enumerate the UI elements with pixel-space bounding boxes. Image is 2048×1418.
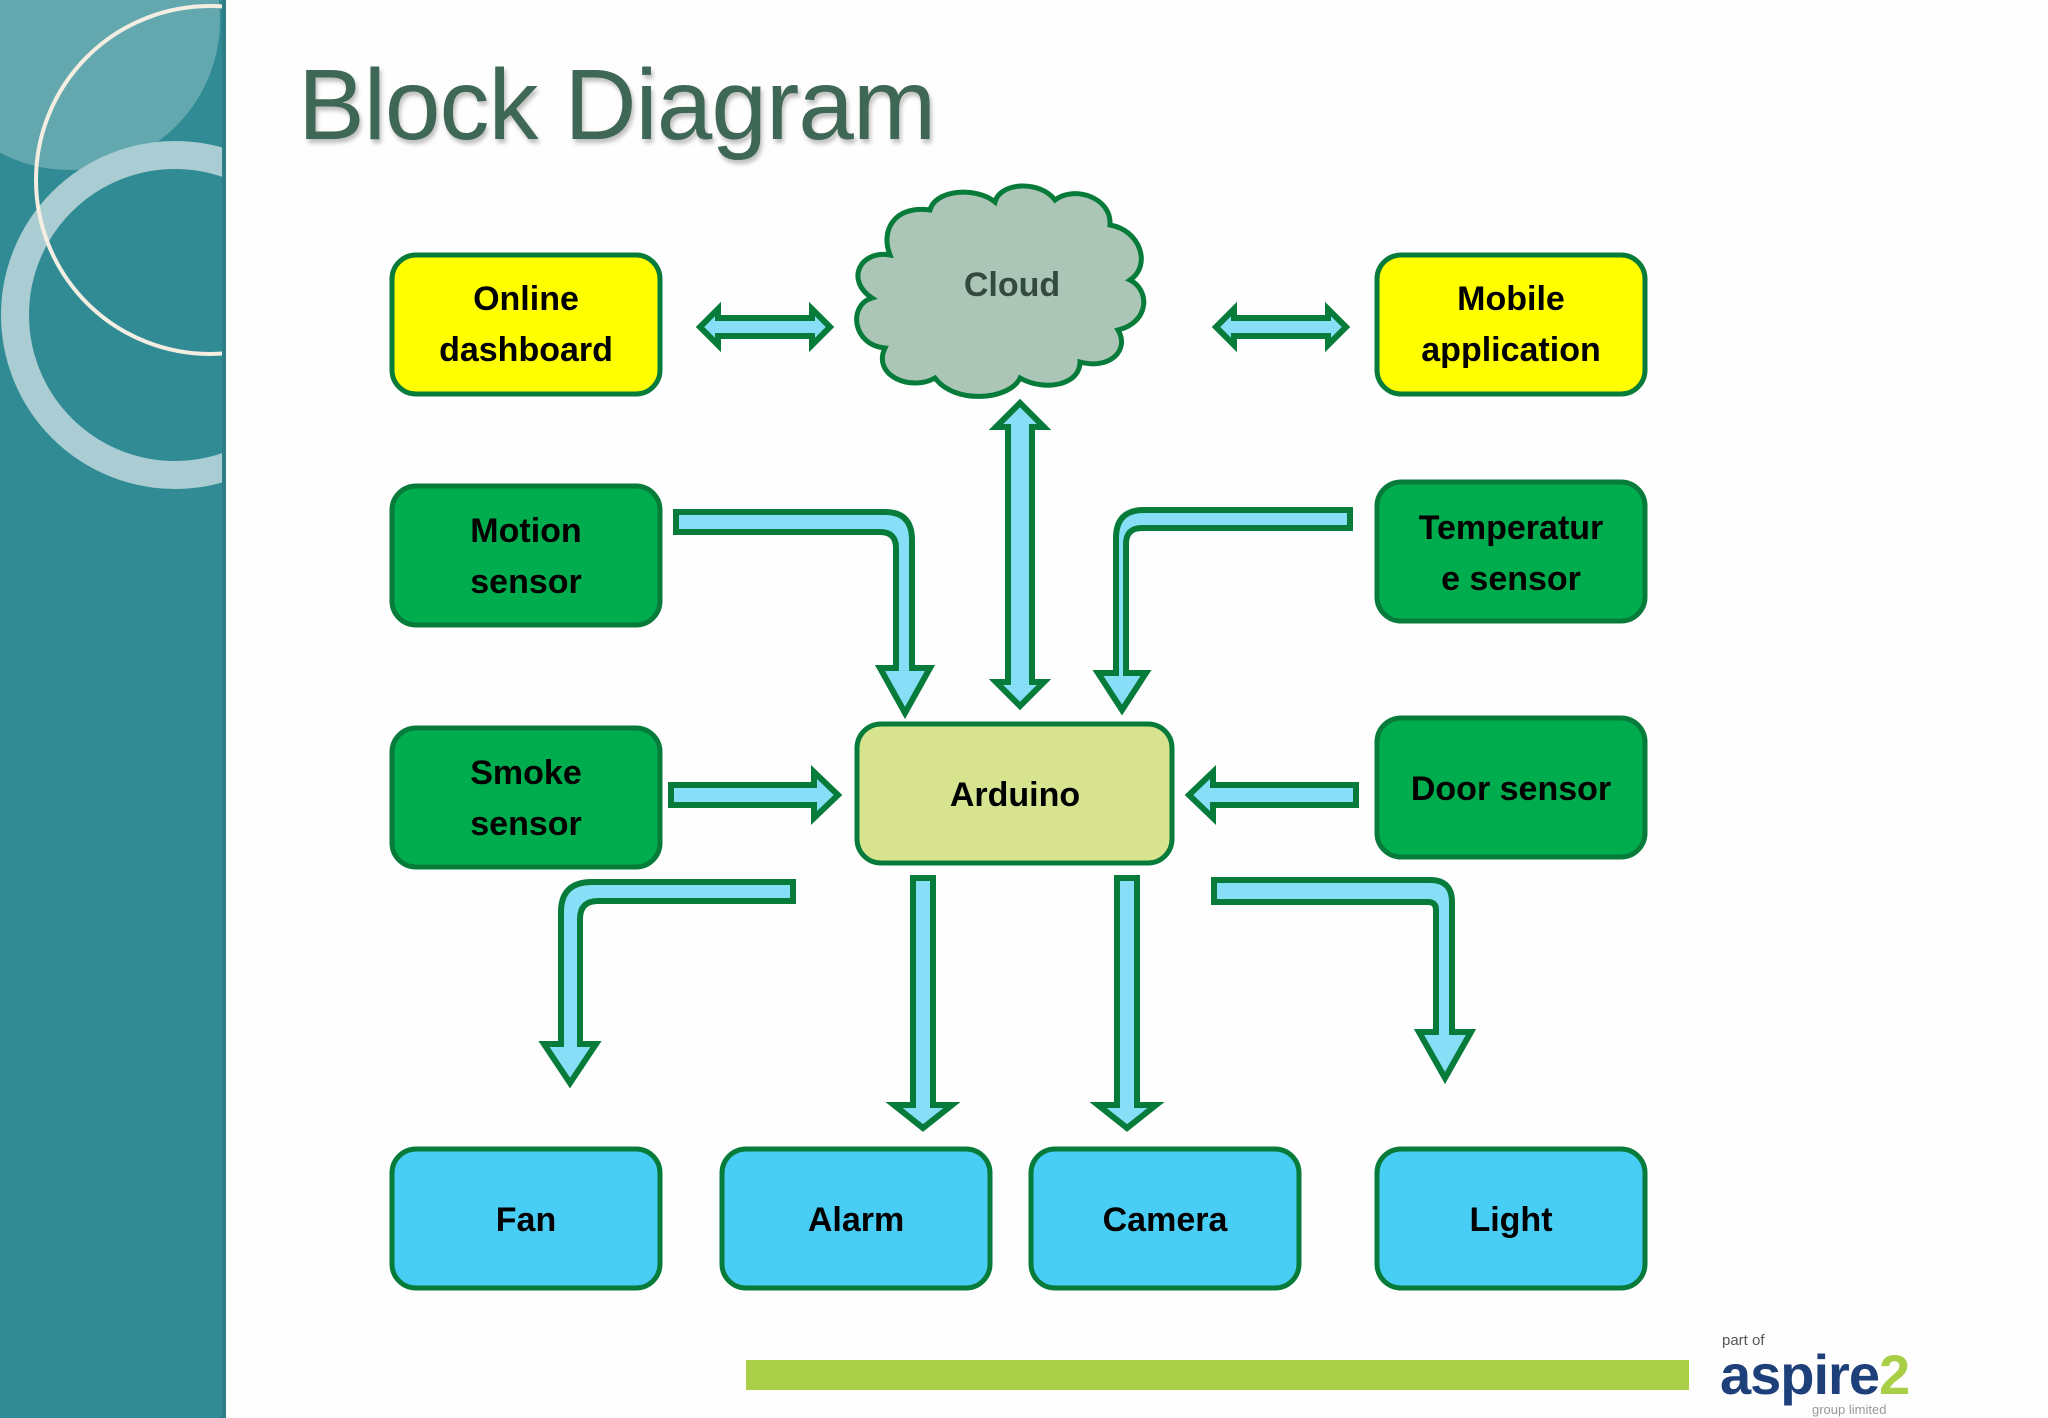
node-mobile-application-line1: Mobile — [1457, 280, 1565, 318]
arrow-cloud-mobile — [1211, 301, 1351, 353]
decorative-sidebar — [0, 0, 226, 1418]
node-door-sensor[interactable]: Door sensor — [1374, 715, 1648, 860]
sidebar-edge — [222, 0, 226, 1418]
node-temperature-sensor-box — [1374, 479, 1648, 624]
node-temperature-sensor[interactable]: Temperatur e sensor — [1374, 479, 1648, 624]
sidebar-circles-decoration — [0, 0, 226, 489]
node-light-label: Light — [1469, 1201, 1552, 1239]
node-online-dashboard[interactable]: Online dashboard — [389, 252, 663, 397]
arrow-door-arduino — [1184, 764, 1359, 826]
node-arduino[interactable]: Arduino — [854, 721, 1175, 866]
node-fan-label: Fan — [496, 1201, 556, 1239]
arrow-arduino-fan — [538, 879, 796, 1089]
node-smoke-sensor-line1: Smoke — [470, 754, 582, 792]
node-alarm[interactable]: Alarm — [719, 1146, 993, 1291]
node-door-sensor-box — [1374, 715, 1648, 860]
node-light[interactable]: Light — [1374, 1146, 1648, 1291]
node-online-dashboard-box — [389, 252, 663, 397]
node-smoke-sensor-box — [389, 725, 663, 870]
node-online-dashboard-line1: Online — [473, 280, 579, 318]
node-camera-label: Camera — [1103, 1201, 1229, 1239]
logo-name: aspire — [1720, 1343, 1880, 1406]
node-motion-sensor-line1: Motion — [470, 512, 581, 550]
translucent-circle — [0, 0, 220, 170]
node-light-box — [1374, 1146, 1648, 1291]
node-camera[interactable]: Camera — [1028, 1146, 1302, 1291]
arrow-dashboard-cloud — [695, 301, 835, 353]
node-online-dashboard-line2: dashboard — [439, 331, 613, 369]
node-cloud[interactable]: Cloud — [854, 183, 1147, 399]
node-mobile-application[interactable]: Mobile application — [1374, 252, 1648, 397]
logo-number: 2 — [1879, 1343, 1910, 1406]
node-fan[interactable]: Fan — [389, 1146, 663, 1291]
aspire2-logo: part of aspire2 group limited — [1712, 1328, 1972, 1418]
node-arduino-label: Arduino — [950, 776, 1080, 814]
node-temperature-sensor-line2: e sensor — [1441, 560, 1581, 598]
cloud-icon — [854, 183, 1147, 399]
arrow-motion-arduino — [673, 509, 936, 720]
node-mobile-application-line2: application — [1421, 331, 1600, 369]
node-smoke-sensor-line2: sensor — [470, 805, 582, 843]
footer-accent-bar — [746, 1360, 1689, 1390]
node-door-sensor-label: Door sensor — [1411, 770, 1611, 808]
logo-wordmark: aspire2 — [1720, 1342, 1910, 1407]
arrow-cloud-arduino — [988, 398, 1052, 711]
slide-title: Block Diagram — [298, 49, 936, 161]
node-alarm-box — [719, 1146, 993, 1291]
arrow-smoke-arduino — [668, 764, 843, 826]
logo-suffix: group limited — [1812, 1402, 1887, 1417]
node-motion-sensor-line2: sensor — [470, 563, 582, 601]
node-temperature-sensor-line1: Temperatur — [1419, 509, 1604, 547]
thick-ring — [1, 141, 226, 489]
node-smoke-sensor[interactable]: Smoke sensor — [389, 725, 663, 870]
node-motion-sensor-box — [389, 483, 663, 628]
logo-prefix: part of — [1722, 1332, 1765, 1349]
arrow-temperature-arduino — [1092, 507, 1353, 716]
node-fan-box — [389, 1146, 663, 1291]
node-camera-box — [1028, 1146, 1302, 1291]
thin-ring — [34, 4, 226, 356]
arrow-arduino-camera — [1089, 875, 1165, 1132]
arrow-arduino-light — [1211, 877, 1477, 1085]
node-alarm-label: Alarm — [808, 1201, 904, 1239]
arrow-arduino-alarm — [885, 875, 961, 1132]
node-cloud-label: Cloud — [964, 266, 1060, 304]
node-mobile-application-box — [1374, 252, 1648, 397]
node-motion-sensor[interactable]: Motion sensor — [389, 483, 663, 628]
node-arduino-box — [854, 721, 1175, 866]
